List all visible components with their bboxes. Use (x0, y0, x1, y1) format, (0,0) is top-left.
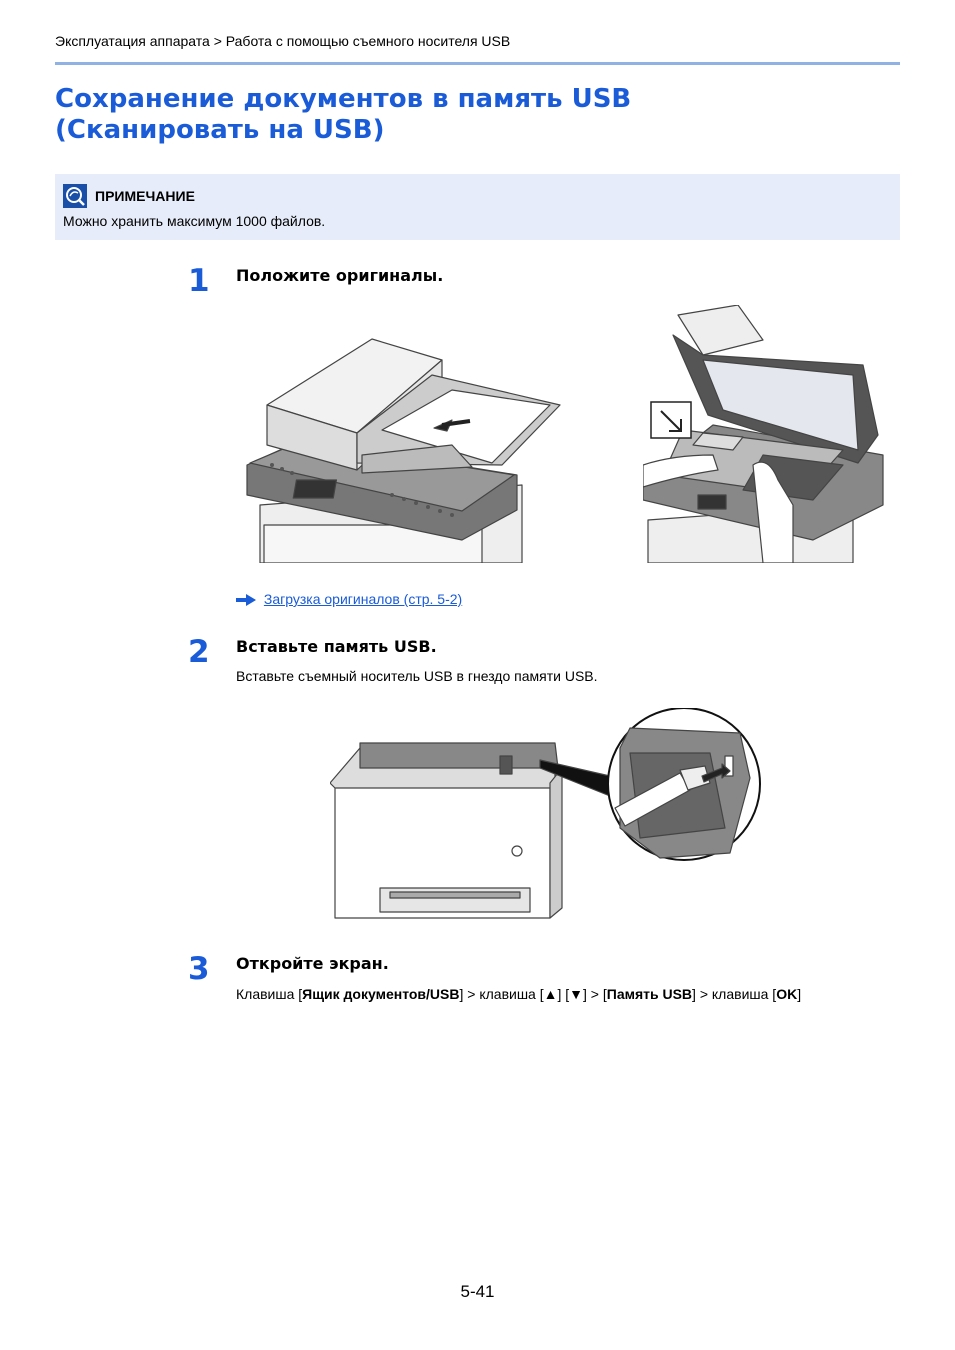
step-2-title: Вставьте память USB. (236, 637, 437, 656)
page-title-line2: (Сканировать на USB) (55, 115, 385, 145)
instruction-text: ] > [ (583, 986, 607, 1002)
instruction-text: Клавиша [ (236, 986, 303, 1002)
key-usb-memory: Память USB (606, 986, 693, 1002)
step-2-text: Вставьте съемный носитель USB в гнездо п… (236, 668, 598, 684)
illustration-usb-insertion (330, 708, 761, 919)
note-text: Можно хранить максимум 1000 файлов. (63, 213, 326, 229)
instruction-text: ] > клавиша [ (692, 986, 777, 1002)
note-icon (63, 184, 87, 208)
key-document-box-usb: Ящик документов/USB (302, 986, 460, 1002)
page-title: Сохранение документов в память USB (Скан… (55, 84, 900, 146)
reference-link-row: Загрузка оригиналов (стр. 5-2) (236, 591, 462, 607)
note-box: ПРИМЕЧАНИЕ Можно хранить максимум 1000 ф… (55, 174, 900, 240)
key-up-arrow: ▲ (543, 986, 558, 1002)
key-ok: OK (776, 986, 798, 1002)
page-number: 5-41 (460, 1282, 495, 1301)
breadcrumb: Эксплуатация аппарата > Работа с помощью… (55, 33, 511, 49)
step-3-instruction: Клавиша [Ящик документов/USB] > клавиша … (236, 986, 801, 1002)
step-2-number: 2 (188, 634, 210, 670)
illustration-platen-placement (643, 305, 884, 563)
note-label: ПРИМЕЧАНИЕ (95, 188, 195, 204)
instruction-text: ] (797, 986, 802, 1002)
header-divider (55, 62, 900, 65)
step-3-number: 3 (188, 951, 210, 987)
key-down-arrow: ▼ (569, 986, 584, 1002)
step-1-title: Положите оригиналы. (236, 266, 444, 285)
instruction-text: ] [ (557, 986, 570, 1002)
arrow-right-icon (236, 594, 256, 607)
illustration-adf-loading (246, 338, 561, 563)
page-title-line1: Сохранение документов в память USB (55, 84, 632, 114)
step-3-title: Откройте экран. (236, 954, 389, 973)
instruction-text: ] > клавиша [ (459, 986, 544, 1002)
reference-link[interactable]: Загрузка оригиналов (стр. 5-2) (263, 591, 463, 607)
step-1-number: 1 (188, 263, 210, 299)
